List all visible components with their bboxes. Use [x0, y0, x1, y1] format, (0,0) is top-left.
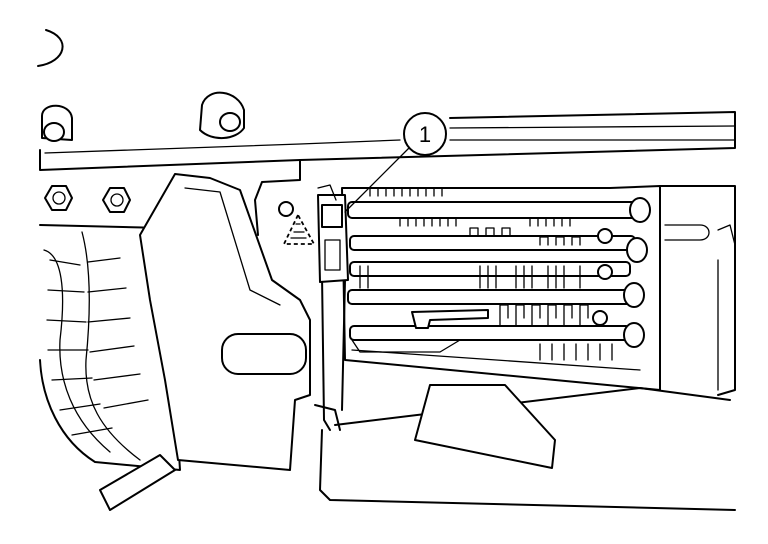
tire: [39, 224, 181, 471]
fin-rows: [359, 187, 613, 361]
callout-circle: [403, 112, 447, 156]
mud-flap: [99, 173, 311, 511]
module-frame: [341, 185, 736, 396]
corner-arc: [37, 29, 64, 67]
lower-panel: [319, 384, 736, 511]
vertical-pipe: [314, 274, 346, 431]
frame-bolts: [41, 91, 245, 213]
frame-rail: [39, 111, 736, 236]
callout-leader-line: [344, 146, 411, 213]
callout-1: 1: [403, 112, 447, 156]
callout-number: 1: [419, 122, 431, 147]
rods: [347, 197, 651, 348]
ground-connector: [317, 184, 349, 283]
caution-ground-icon: [278, 201, 316, 245]
